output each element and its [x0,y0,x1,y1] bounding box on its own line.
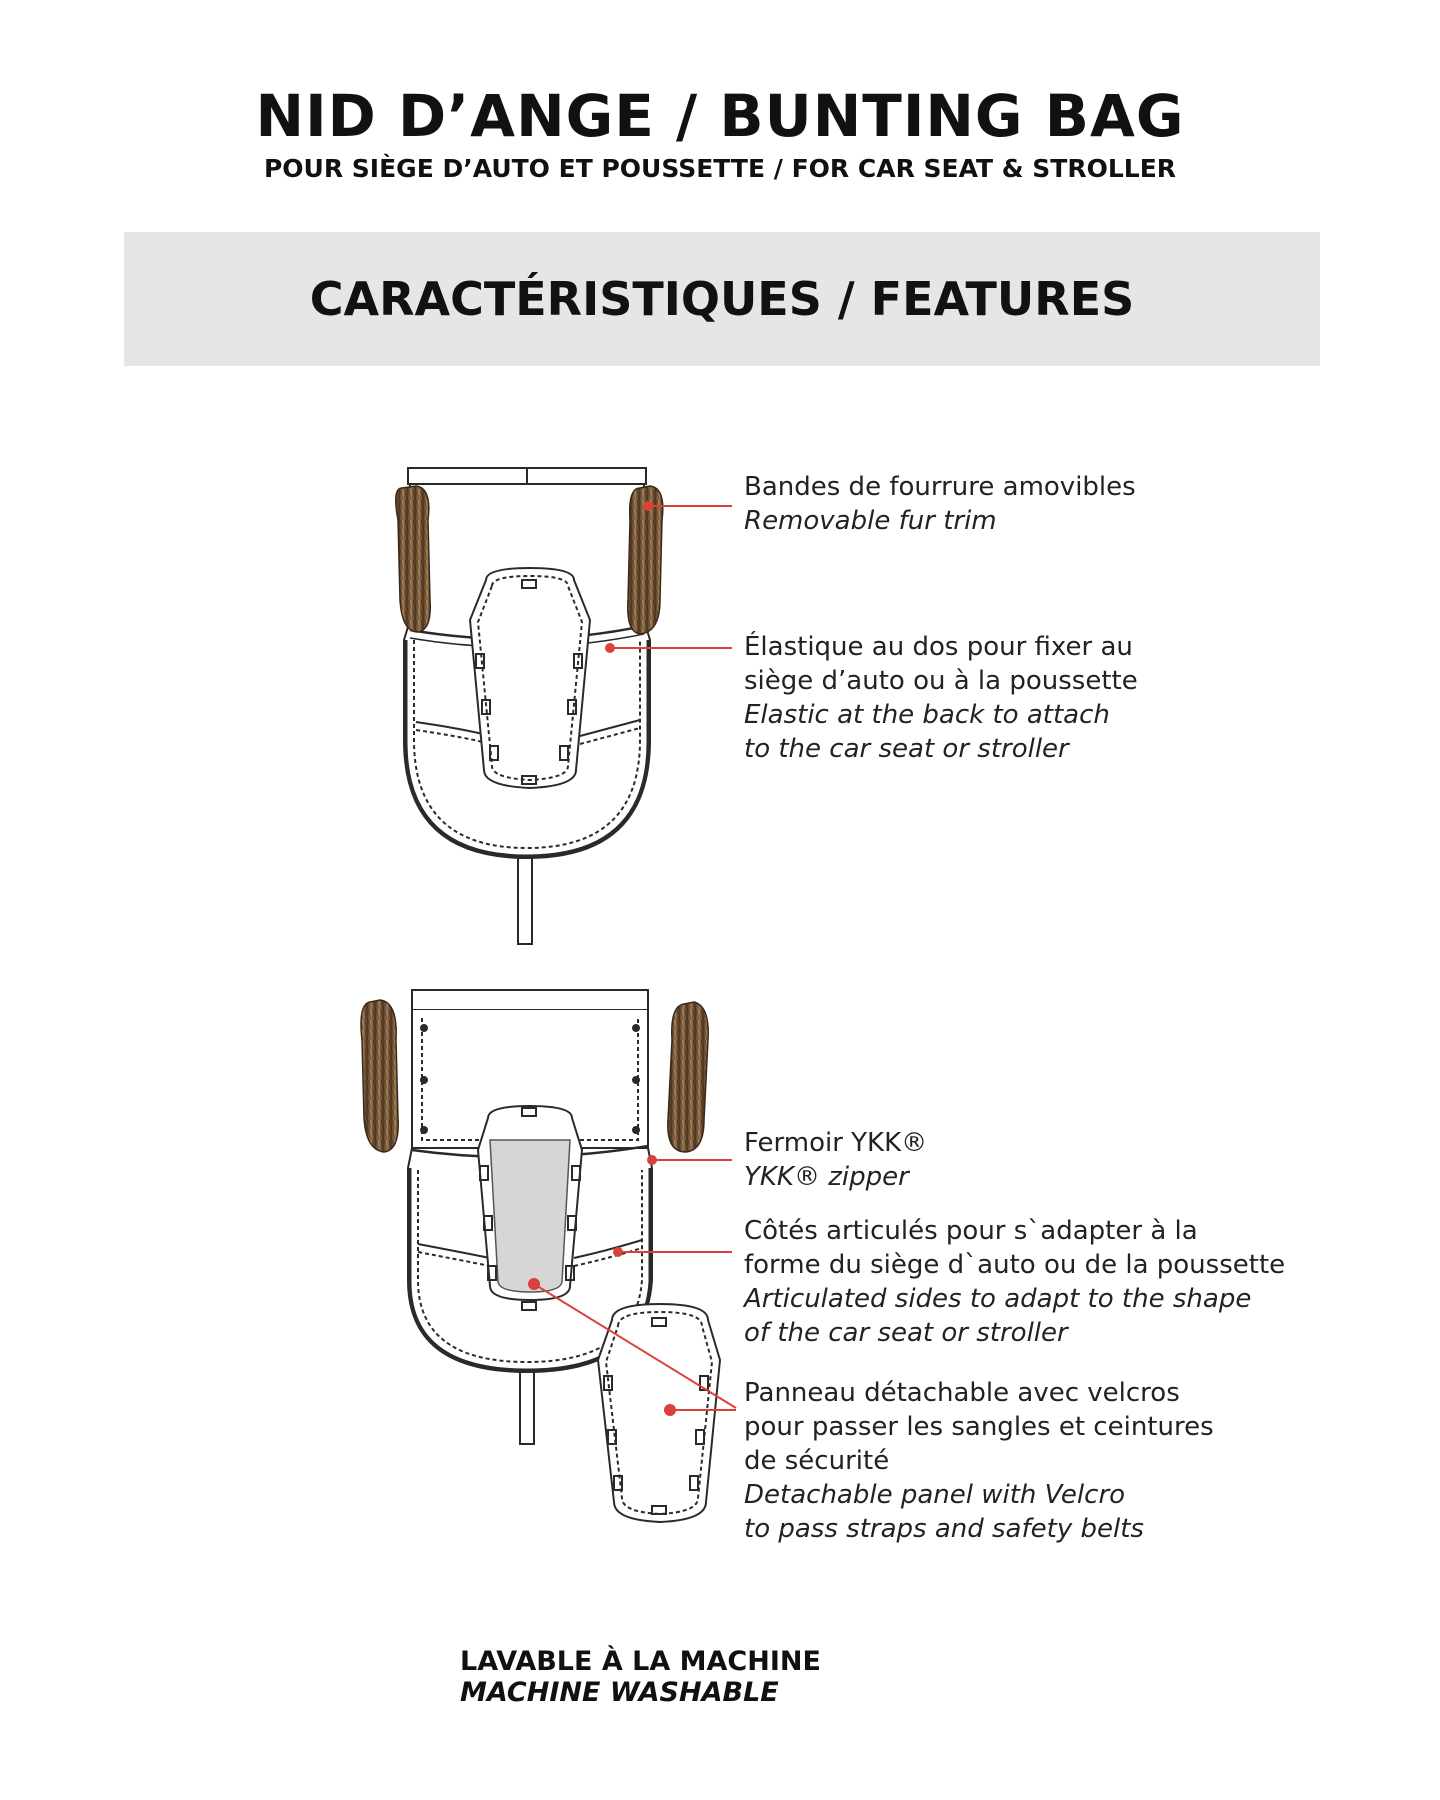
callout-articulated-en-2: of the car seat or stroller [744,1318,1068,1348]
callout-zipper: Fermoir YKK® YKK® zipper [744,1126,927,1194]
callout-articulated-fr-2: forme du siège d`auto ou de la poussette [744,1250,1286,1280]
top-fur-trim [395,485,664,635]
callout-fur-trim-fr: Bandes de fourrure amovibles [744,472,1136,502]
features-banner: CARACTÉRISTIQUES / FEATURES [124,232,1320,366]
callout-articulated-fr-1: Côtés articulés pour s`adapter à la [744,1216,1198,1246]
callout-panel-fr-3: de sécurité [744,1446,890,1476]
bottom-fur-trim [360,999,709,1153]
page-title: NID D’ANGE / BUNTING BAG [255,82,1185,150]
callout-fur-trim: Bandes de fourrure amovibles Removable f… [744,470,1136,538]
page-subtitle: POUR SIÈGE D’AUTO ET POUSSETTE / FOR CAR… [263,154,1177,183]
callout-articulated-en-1: Articulated sides to adapt to the shape [744,1284,1252,1314]
callout-panel-en-2: to pass straps and safety belts [744,1514,1144,1544]
callout-elastic: Élastique au dos pour fixer au siège d’a… [744,630,1138,766]
callout-detachable-panel: Panneau détachable avec velcros pour pas… [744,1376,1214,1546]
washing-note-fr: LAVABLE À LA MACHINE [460,1646,821,1677]
callout-elastic-en-1: Elastic at the back to attach [744,700,1110,730]
bottom-bag-drawing [407,989,722,1524]
callout-zipper-en: YKK® zipper [744,1162,909,1192]
callout-panel-fr-2: pour passer les sangles et ceintures [744,1412,1214,1442]
callout-articulated-sides: Côtés articulés pour s`adapter à la form… [744,1214,1285,1350]
callout-leaders [528,501,737,1416]
washing-note-en: MACHINE WASHABLE [460,1677,779,1708]
callout-panel-en-1: Detachable panel with Velcro [744,1480,1126,1510]
callout-elastic-fr-2: siège d’auto ou à la poussette [744,666,1138,696]
callout-zipper-fr: Fermoir YKK® [744,1128,928,1158]
top-bag-drawing [403,467,651,945]
callout-fur-trim-en: Removable fur trim [744,506,997,536]
features-banner-label: CARACTÉRISTIQUES / FEATURES [309,272,1135,326]
callout-elastic-fr-1: Élastique au dos pour fixer au [744,632,1133,662]
callout-panel-fr-1: Panneau détachable avec velcros [744,1378,1180,1408]
washing-note: LAVABLE À LA MACHINE MACHINE WASHABLE [460,1646,821,1708]
callout-elastic-en-2: to the car seat or stroller [744,734,1069,764]
